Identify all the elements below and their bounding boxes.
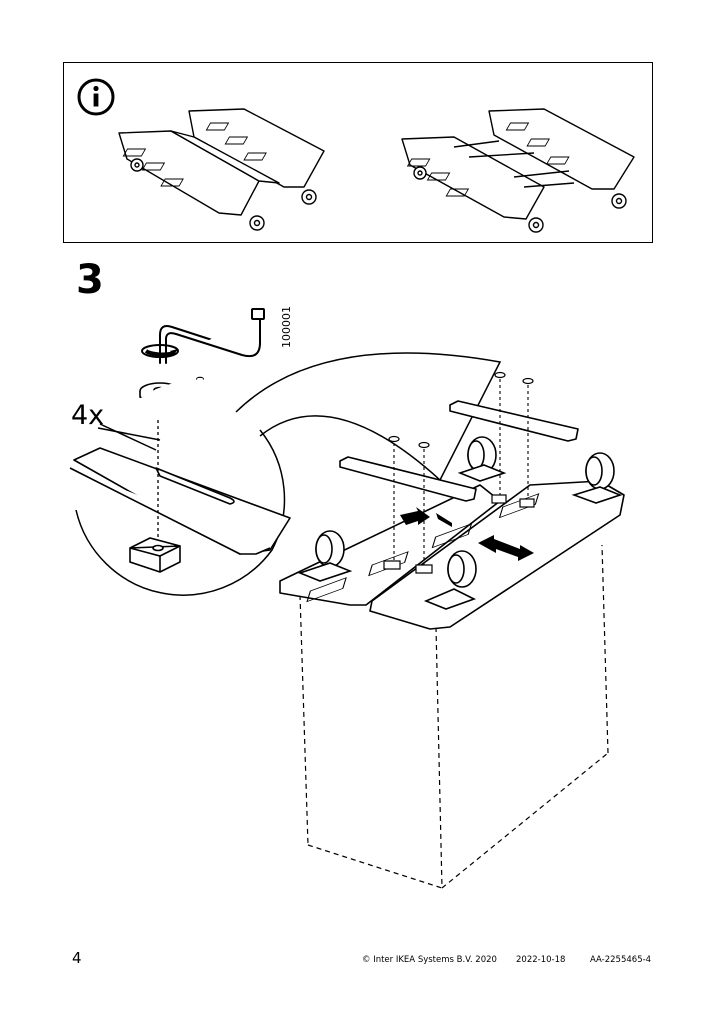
assembly-illustration <box>279 371 625 889</box>
copyright: © Inter IKEA Systems B.V. 2020 <box>362 955 497 965</box>
document-id: AA-2255465-4 <box>590 955 652 965</box>
step-number: 3 <box>76 257 104 303</box>
detail-view <box>69 352 502 608</box>
info-panel <box>63 62 653 243</box>
base-closed-illustration <box>118 108 325 231</box>
page-number: 4 <box>72 949 82 967</box>
base-extended-illustration <box>401 108 635 233</box>
info-icon <box>77 78 115 116</box>
allen-key-icon <box>141 308 265 364</box>
quantity-label: 4x <box>71 400 105 431</box>
document-date: 2022-10-18 <box>516 955 566 965</box>
